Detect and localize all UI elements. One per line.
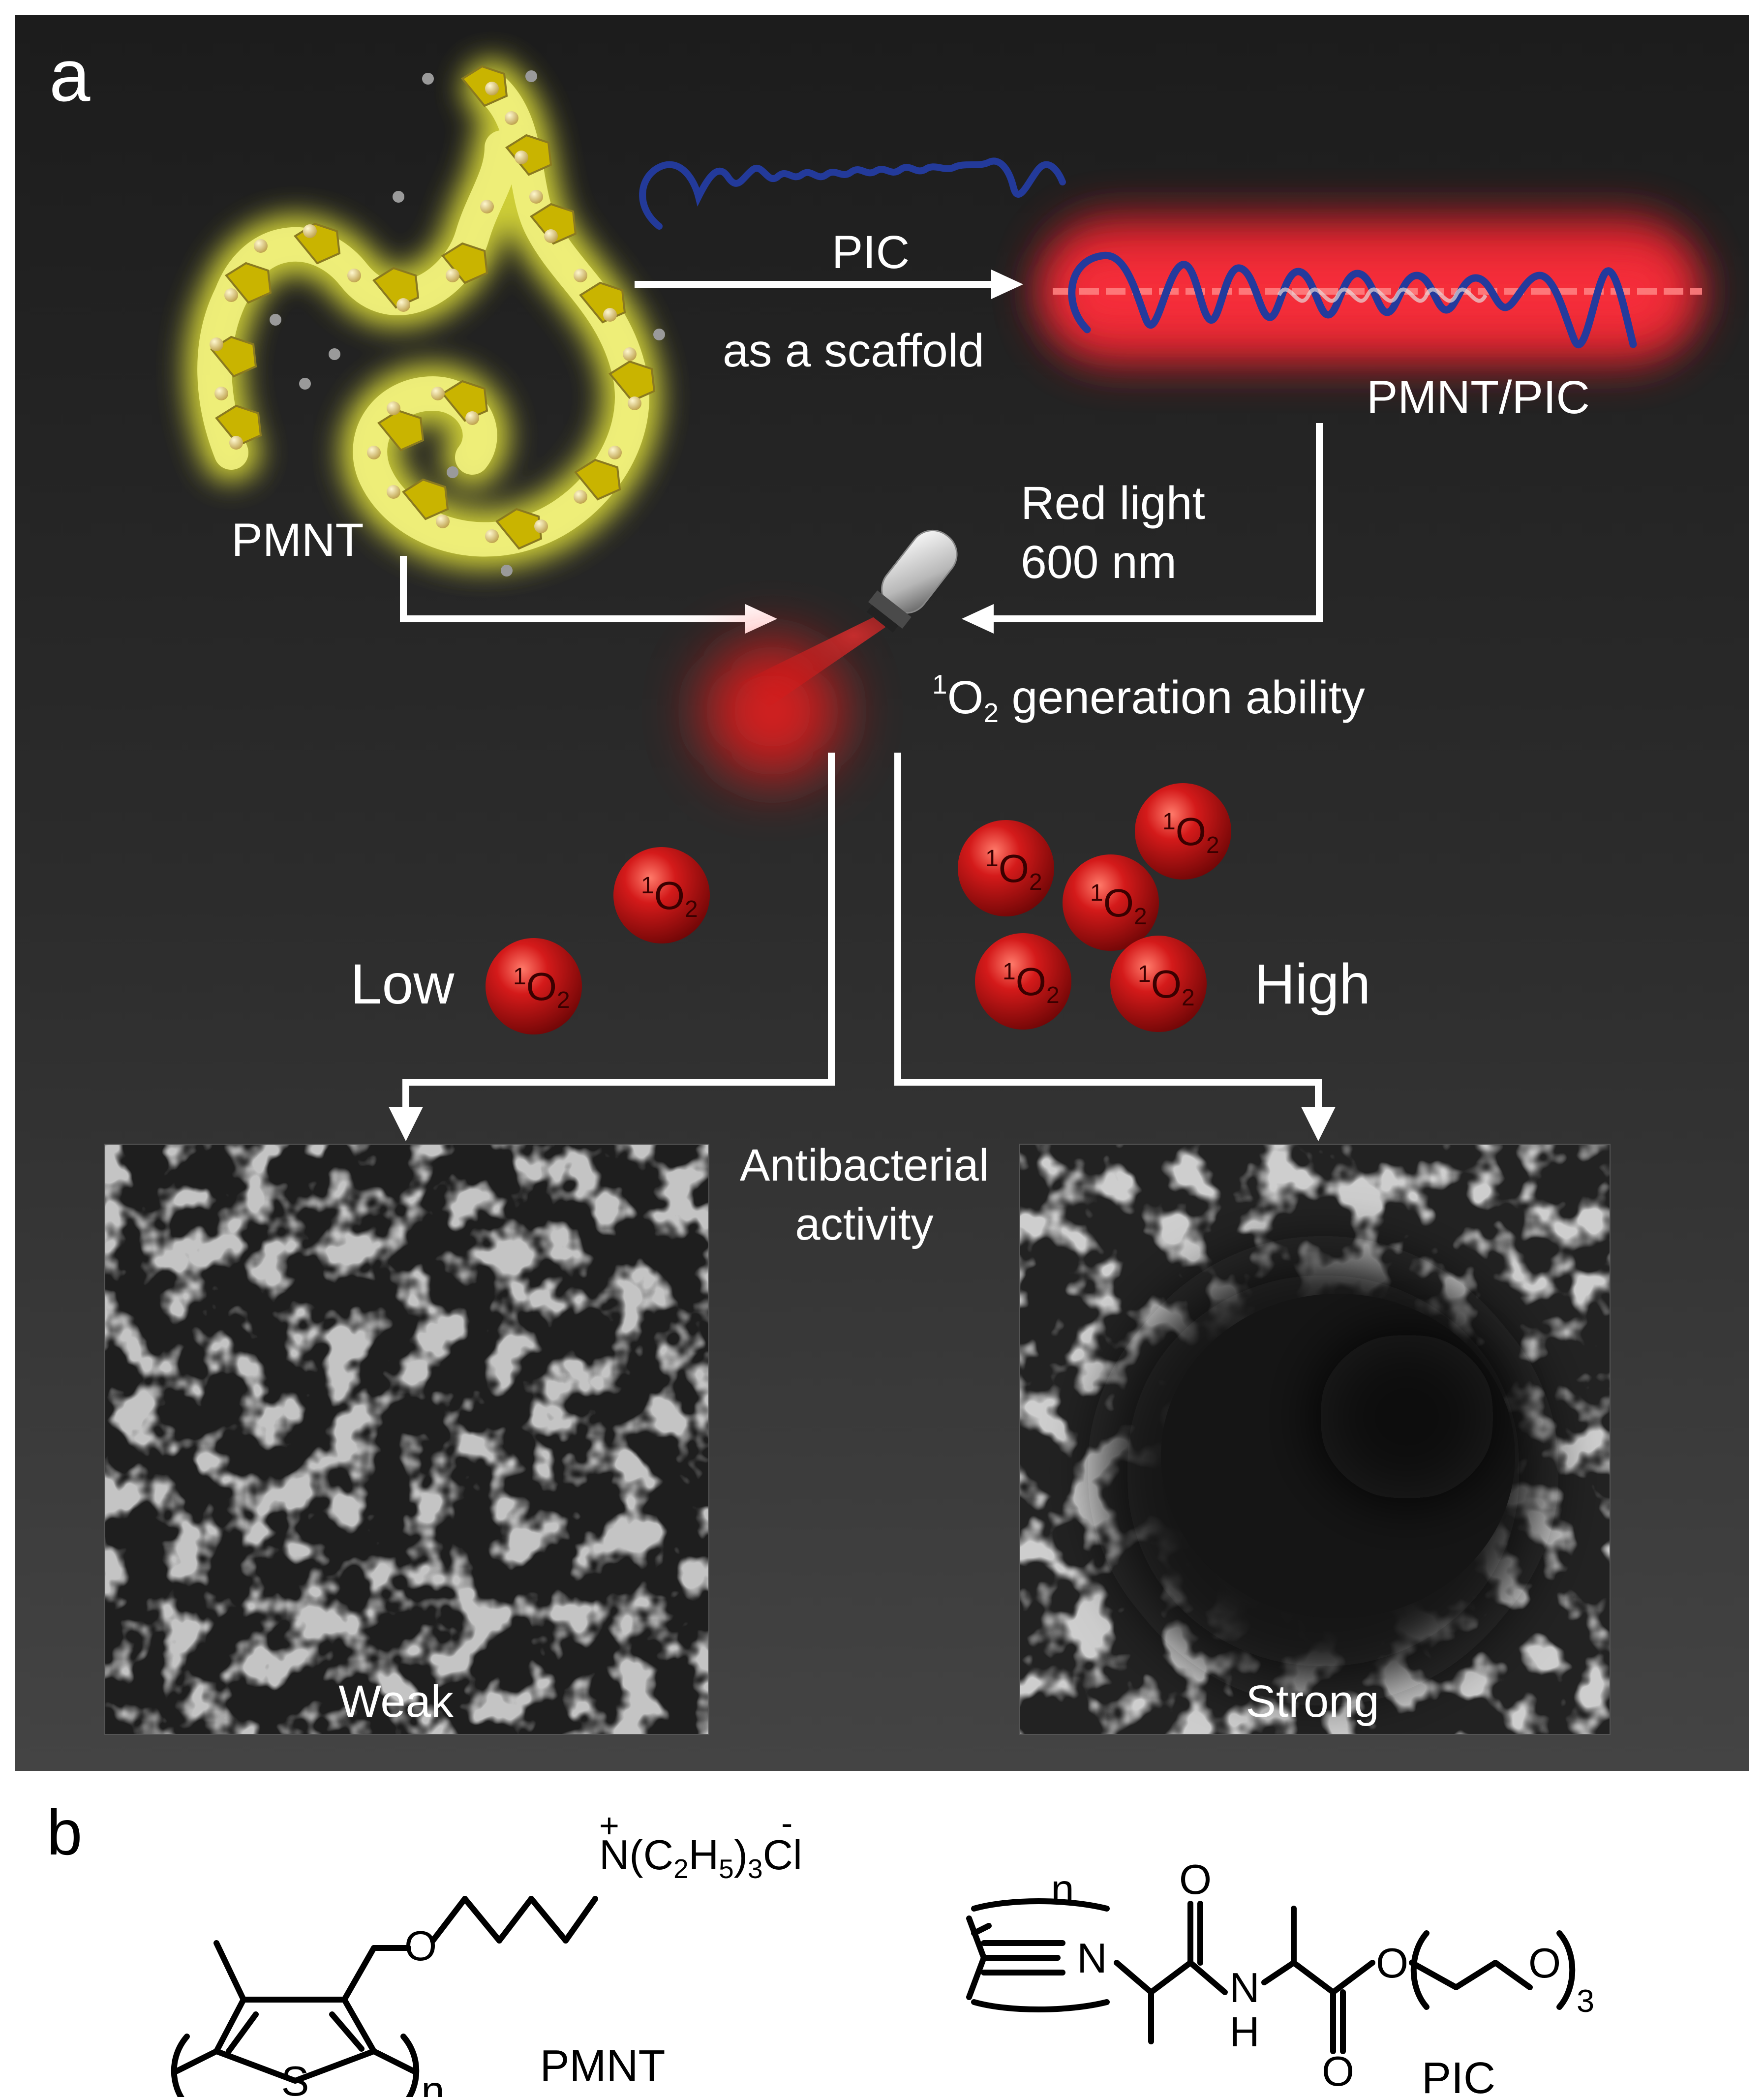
weak-label: Weak xyxy=(338,1676,454,1727)
pic-atom-o-ester: O xyxy=(1376,1940,1408,1987)
generation-ability-label: 1O2 generation ability xyxy=(932,669,1365,728)
red-light-lamp-icon xyxy=(703,529,958,780)
pic-name-label: PIC xyxy=(1422,2054,1495,2097)
singlet-oxygen-sphere: 1O2 xyxy=(1135,783,1231,880)
pmnt-repeat-n: n xyxy=(421,2068,444,2097)
pic-chemical-structure xyxy=(966,1898,1576,2054)
singlet-oxygen-label: 1O2 xyxy=(1162,809,1219,858)
panel-a-letter: a xyxy=(49,34,91,117)
pmnt-name-label: PMNT xyxy=(540,2041,666,2091)
singlet-oxygen-label: 1O2 xyxy=(513,964,570,1013)
high-label: High xyxy=(1254,953,1371,1016)
singlet-oxygen-sphere: 1O2 xyxy=(975,933,1071,1030)
singlet-oxygen-label: 1O2 xyxy=(1003,959,1060,1008)
antibacterial-label-line1: Antibacterial xyxy=(740,1140,989,1190)
complex-to-light-arrow xyxy=(991,423,1323,622)
pic-helix-illustration xyxy=(639,157,1066,230)
strong-activity-micrograph xyxy=(1019,1144,1611,1735)
red-light-label-line1: Red light xyxy=(1021,477,1205,529)
panel-b-letter: b xyxy=(47,1796,82,1868)
pic-arrow-label: PIC xyxy=(832,226,910,278)
pic-atom-o-carbonyl: O xyxy=(1322,2048,1354,2095)
pmnt-atom-o: O xyxy=(404,1923,437,1970)
singlet-oxygen-sphere: 1O2 xyxy=(613,847,710,943)
singlet-oxygen-sphere: 1O2 xyxy=(1063,854,1159,951)
complex-to-light-arrowhead xyxy=(962,604,994,634)
pic-atom-o-amide: O xyxy=(1179,1856,1212,1903)
singlet-oxygen-spheres: 1O2 1O2 1O2 1O2 1O2 1O2 1O2 xyxy=(486,783,1231,1034)
red-light-label-line2: 600 nm xyxy=(1021,536,1177,588)
singlet-oxygen-sphere: 1O2 xyxy=(1110,936,1207,1032)
singlet-oxygen-label: 1O2 xyxy=(985,846,1042,895)
singlet-oxygen-label: 1O2 xyxy=(641,873,698,922)
pmnt-label: PMNT xyxy=(231,514,364,566)
low-branch-arrowhead xyxy=(389,1107,423,1141)
pic-repeat-3: 3 xyxy=(1577,1983,1594,2019)
antibacterial-label-line2: activity xyxy=(795,1199,933,1249)
singlet-oxygen-sphere: 1O2 xyxy=(486,938,582,1034)
singlet-oxygen-label: 1O2 xyxy=(1138,961,1195,1011)
low-label: Low xyxy=(351,953,455,1016)
pic-atom-nh-n: N xyxy=(1229,1965,1259,2011)
weak-activity-micrograph xyxy=(104,1144,709,1735)
pmnt-pic-label: PMNT/PIC xyxy=(1367,371,1590,424)
pic-atom-n: N xyxy=(1077,1935,1107,1982)
pmnt-pic-complex-illustration xyxy=(1038,216,1702,364)
high-branch-arrow xyxy=(894,753,1322,1107)
pic-atom-nh-h: H xyxy=(1229,2009,1259,2056)
pic-atom-o-ether: O xyxy=(1528,1940,1561,1987)
pmnt-atom-s: S xyxy=(281,2058,309,2097)
pic-repeat-n: n xyxy=(1051,1866,1074,1913)
pmnt-minus-charge: - xyxy=(781,1804,792,1842)
pmnt-chemical-structure xyxy=(171,1896,598,2097)
scaffold-label: as a scaffold xyxy=(723,325,984,377)
singlet-oxygen-sphere: 1O2 xyxy=(958,820,1054,916)
pmnt-molecule-illustration xyxy=(185,59,665,577)
strong-label: Strong xyxy=(1246,1676,1379,1727)
pic-scaffold-arrow xyxy=(635,270,1023,299)
singlet-oxygen-label: 1O2 xyxy=(1090,880,1147,930)
low-branch-arrow xyxy=(402,753,835,1107)
pmnt-to-light-arrow xyxy=(400,556,748,622)
high-branch-arrowhead xyxy=(1301,1107,1336,1141)
pmnt-to-light-arrowhead xyxy=(745,604,777,634)
pmnt-plus-charge: + xyxy=(599,1806,619,1845)
pmnt-ammonium-group: N(C2H5)3Cl xyxy=(599,1832,802,1884)
